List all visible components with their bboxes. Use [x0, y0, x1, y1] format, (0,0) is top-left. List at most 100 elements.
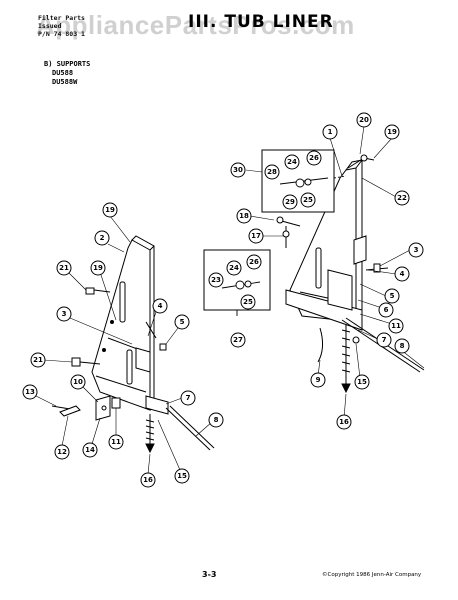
callout-left-19-top-label: 19 — [105, 206, 115, 214]
callout-left-16[interactable] — [140, 472, 156, 488]
callout-right-30-label: 30 — [233, 166, 243, 174]
callout-left-7-label: 7 — [186, 394, 191, 402]
callout-right-25-top[interactable] — [300, 192, 316, 208]
header-line-2: Issued — [38, 22, 62, 30]
callout-right-6[interactable] — [378, 302, 394, 318]
callout-left-14-label: 14 — [85, 446, 95, 454]
page-title: III. TUB LINER — [188, 12, 334, 32]
callout-right-18-label: 18 — [239, 212, 249, 220]
callout-left-10-label: 10 — [73, 378, 83, 386]
callout-right-22-label: 22 — [397, 194, 407, 202]
callout-left-3[interactable] — [56, 306, 72, 322]
callout-right-23-label: 23 — [211, 276, 221, 284]
callout-right-17-label: 17 — [251, 232, 261, 240]
callout-group-left: 19 2 21 19 3 4 5 21 10 13 7 11 14 — [22, 202, 224, 488]
callout-right-8[interactable] — [394, 338, 410, 354]
callout-left-10[interactable] — [70, 374, 86, 390]
callout-right-3-label: 3 — [414, 246, 419, 254]
callout-right-18[interactable] — [236, 208, 252, 224]
callout-right-24-top[interactable] — [284, 154, 300, 170]
callout-left-19-mid-label: 19 — [93, 264, 103, 272]
callout-right-20[interactable] — [356, 112, 372, 128]
header-line-3: P/N 74 803 1 — [38, 30, 85, 38]
callout-right-4-label: 4 — [400, 270, 405, 278]
callout-right-22[interactable] — [394, 190, 410, 206]
model-2: DU588W — [52, 78, 78, 86]
callout-left-19-top[interactable] — [102, 202, 118, 218]
callout-right-8-label: 8 — [400, 342, 405, 350]
callout-right-3[interactable] — [408, 242, 424, 258]
callout-right-27[interactable] — [230, 332, 246, 348]
callout-right-25-bottom-label: 25 — [243, 298, 253, 306]
callout-right-20-label: 20 — [359, 116, 369, 124]
section-heading: B) SUPPORTS — [44, 60, 91, 68]
callout-right-11[interactable] — [388, 318, 404, 334]
callout-left-3-label: 3 — [62, 310, 67, 318]
callout-right-25-top-label: 25 — [303, 196, 313, 204]
callout-right-15[interactable] — [354, 374, 370, 390]
callout-right-26-top[interactable] — [306, 150, 322, 166]
callout-right-7-label: 7 — [382, 336, 387, 344]
callout-right-23[interactable] — [208, 272, 224, 288]
callout-right-9[interactable] — [310, 372, 326, 388]
callout-right-29-label: 29 — [285, 198, 295, 206]
callout-right-5[interactable] — [384, 288, 400, 304]
callout-right-27-label: 27 — [233, 336, 243, 344]
callout-left-11[interactable] — [108, 434, 124, 450]
callout-right-29[interactable] — [282, 194, 298, 210]
callout-right-28[interactable] — [264, 164, 280, 180]
callout-right-5-label: 5 — [390, 292, 395, 300]
callout-right-16-label: 16 — [339, 418, 349, 426]
callout-right-1-label: 1 — [328, 128, 333, 136]
callout-group-right: 1 20 19 30 28 24 26 29 25 22 18 17 3 — [208, 112, 424, 430]
callout-right-24-bottom-label: 24 — [229, 264, 239, 272]
callout-left-2-label: 2 — [100, 234, 105, 242]
callout-left-13[interactable] — [22, 384, 38, 400]
callout-left-15[interactable] — [174, 468, 190, 484]
callout-right-25-bottom[interactable] — [240, 294, 256, 310]
callout-right-24-top-label: 24 — [287, 158, 297, 166]
callout-right-16[interactable] — [336, 414, 352, 430]
callout-left-21-top[interactable] — [56, 260, 72, 276]
callout-left-8-label: 8 — [214, 416, 219, 424]
callout-left-12[interactable] — [54, 444, 70, 460]
model-1: DU588 — [52, 69, 74, 77]
callout-left-21-top-label: 21 — [59, 264, 69, 272]
callout-left-21-bottom-label: 21 — [33, 356, 43, 364]
callout-right-19[interactable] — [384, 124, 400, 140]
callout-left-21-bottom[interactable] — [30, 352, 46, 368]
callout-right-4[interactable] — [394, 266, 410, 282]
callout-right-9-label: 9 — [316, 376, 321, 384]
callout-left-5[interactable] — [174, 314, 190, 330]
callout-right-7[interactable] — [376, 332, 392, 348]
header-line-1: Filter Parts — [38, 14, 85, 22]
callout-left-8[interactable] — [208, 412, 224, 428]
right-support-bracket — [276, 154, 425, 394]
callout-right-26-bottom[interactable] — [246, 254, 262, 270]
callout-left-13-label: 13 — [25, 388, 35, 396]
callout-right-24-bottom[interactable] — [226, 260, 242, 276]
callout-right-30[interactable] — [230, 162, 246, 178]
callout-right-26-top-label: 26 — [309, 154, 319, 162]
page-number: 3-3 — [202, 570, 217, 579]
callout-left-4-label: 4 — [158, 302, 163, 310]
copyright-notice: ©Copyright 1986 Jenn-Air Company — [322, 572, 422, 578]
callout-left-19-mid[interactable] — [90, 260, 106, 276]
callout-right-26-bottom-label: 26 — [249, 258, 259, 266]
callout-left-5-label: 5 — [180, 318, 185, 326]
callout-right-17[interactable] — [248, 228, 264, 244]
callout-left-11-label: 11 — [111, 438, 121, 446]
callout-left-2[interactable] — [94, 230, 110, 246]
callout-right-6-label: 6 — [384, 306, 389, 314]
callout-right-19-label: 19 — [387, 128, 397, 136]
left-support-bracket — [51, 235, 215, 454]
callout-right-11-label: 11 — [391, 322, 401, 330]
callout-left-12-label: 12 — [57, 448, 67, 456]
callout-left-16-label: 16 — [143, 476, 153, 484]
callout-left-15-label: 15 — [177, 472, 187, 480]
callout-left-14[interactable] — [82, 442, 98, 458]
callout-right-1[interactable] — [322, 124, 338, 140]
callout-left-4[interactable] — [152, 298, 168, 314]
callout-left-7[interactable] — [180, 390, 196, 406]
